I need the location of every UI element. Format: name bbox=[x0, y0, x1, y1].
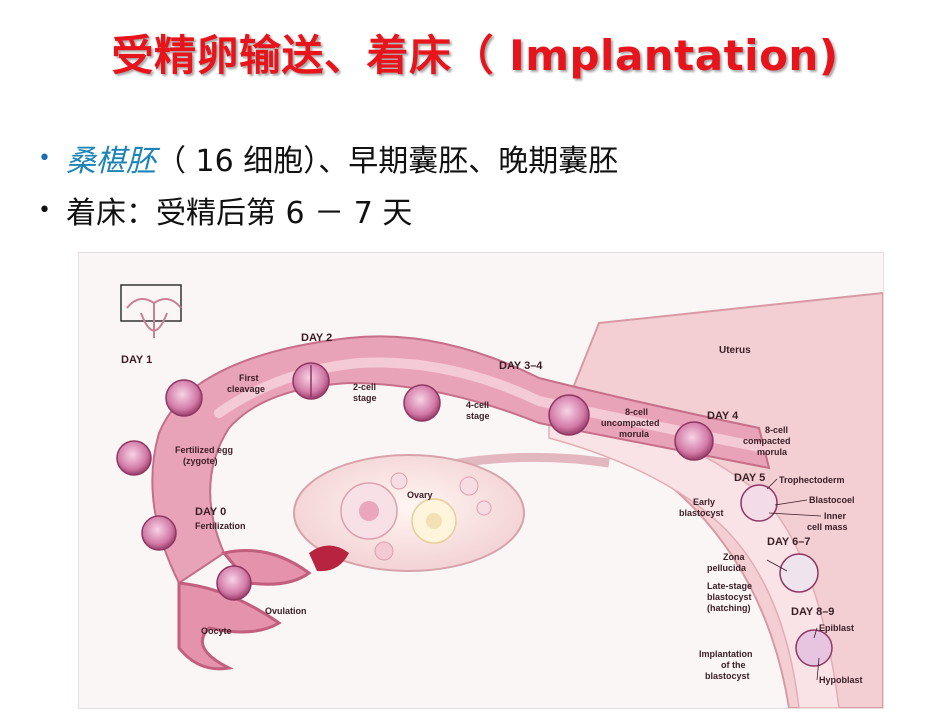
label-day-2: DAY 2 bbox=[301, 332, 332, 344]
label-late-blastocyst-2: blastocyst bbox=[707, 592, 752, 602]
bullet-text: （ 16 细胞）、早期囊胚、晚期囊胚 bbox=[156, 144, 619, 179]
label-day-5: DAY 5 bbox=[734, 472, 765, 484]
label-day-1: DAY 1 bbox=[121, 354, 152, 366]
label-day-0: DAY 0 bbox=[195, 506, 226, 518]
label-hypoblast: Hypoblast bbox=[819, 675, 863, 685]
label-epiblast: Epiblast bbox=[819, 623, 854, 633]
ovulation-site bbox=[309, 545, 349, 572]
label-zygote: (zygote) bbox=[183, 456, 218, 466]
label-4-cell: 4-cell bbox=[466, 400, 489, 410]
label-uncompacted-3: morula bbox=[619, 429, 650, 439]
label-zona-pellucida-2: pellucida bbox=[707, 563, 747, 573]
label-day-4: DAY 4 bbox=[707, 410, 739, 422]
bullet-item-1: • 桑椹胚 （ 16 细胞）、早期囊胚、晚期囊胚 bbox=[38, 132, 618, 184]
label-compacted-3: morula bbox=[757, 447, 788, 457]
inset-frame bbox=[120, 284, 182, 322]
label-implantation: Implantation bbox=[699, 649, 753, 659]
diagram-svg: Uterus DAY 1 DAY 2 DAY 3–4 DAY 0 DAY 4 D… bbox=[116, 284, 883, 708]
label-zona-pellucida: Zona bbox=[723, 552, 745, 562]
label-first-cleavage-2: cleavage bbox=[227, 384, 265, 394]
label-trophectoderm: Trophectoderm bbox=[779, 475, 845, 485]
embryo-transport-diagram: Uterus DAY 1 DAY 2 DAY 3–4 DAY 0 DAY 4 D… bbox=[78, 252, 884, 709]
cell-fertilization bbox=[141, 515, 177, 551]
slide-title: 受精卵输送、着床（ Implantation) bbox=[111, 31, 839, 80]
bullet-list: • 桑椹胚 （ 16 细胞）、早期囊胚、晚期囊胚 • 着床：受精后第 6 － 7… bbox=[38, 132, 618, 236]
bullet-dot-icon: • bbox=[38, 145, 51, 171]
label-compacted: 8-cell bbox=[765, 425, 788, 435]
label-ovulation: Ovulation bbox=[265, 606, 307, 616]
cell-zygote bbox=[116, 440, 152, 476]
label-day-8-9: DAY 8–9 bbox=[791, 606, 834, 618]
bullet-dot-icon: • bbox=[38, 197, 51, 223]
label-uncompacted-2: uncompacted bbox=[601, 418, 660, 428]
cell-implanting bbox=[795, 629, 833, 667]
bullet-term-morula: 桑椹胚 bbox=[66, 144, 156, 179]
label-2-cell: 2-cell bbox=[353, 382, 376, 392]
label-inner-cell-mass-2: cell mass bbox=[807, 522, 848, 532]
label-late-blastocyst: Late-stage bbox=[707, 581, 752, 591]
label-day-3-4: DAY 3–4 bbox=[499, 360, 543, 372]
label-early-blastocyst-2: blastocyst bbox=[679, 508, 724, 518]
inset-uterus-icon bbox=[126, 298, 182, 338]
label-day-6-7: DAY 6–7 bbox=[767, 536, 810, 548]
label-ovary: Ovary bbox=[407, 490, 433, 500]
bullet-text: 着床：受精后第 6 － 7 天 bbox=[66, 196, 413, 231]
label-4-cell-2: stage bbox=[466, 411, 490, 421]
cell-late-blastocyst bbox=[779, 553, 819, 593]
cell-8-compacted bbox=[674, 421, 714, 461]
label-inner-cell-mass: Inner bbox=[824, 511, 847, 521]
bullet-item-2: • 着床：受精后第 6 － 7 天 bbox=[38, 184, 618, 236]
cell-4-cell bbox=[403, 384, 441, 422]
label-late-blastocyst-3: (hatching) bbox=[707, 603, 751, 613]
label-uncompacted: 8-cell bbox=[625, 407, 648, 417]
cell-oocyte bbox=[216, 565, 252, 601]
tube-lumen bbox=[214, 357, 769, 453]
label-fertilized-egg: Fertilized egg bbox=[175, 445, 233, 455]
cell-8-uncompacted bbox=[548, 394, 590, 436]
label-fertilization: Fertilization bbox=[195, 521, 246, 531]
label-uterus: Uterus bbox=[719, 345, 751, 356]
label-first-cleavage: First bbox=[239, 373, 259, 383]
label-implantation-2: of the bbox=[721, 660, 746, 670]
label-2-cell-2: stage bbox=[353, 393, 377, 403]
cell-first-cleavage bbox=[165, 379, 203, 417]
embryo-cells bbox=[116, 362, 833, 667]
label-implantation-3: blastocyst bbox=[705, 671, 750, 681]
cell-early-blastocyst bbox=[740, 484, 778, 522]
label-oocyte: Oocyte bbox=[201, 626, 232, 636]
label-compacted-2: compacted bbox=[743, 436, 791, 446]
leader-lines bbox=[766, 478, 822, 681]
fallopian-tube bbox=[151, 335, 771, 585]
label-blastocoel: Blastocoel bbox=[809, 495, 855, 505]
label-early-blastocyst: Early bbox=[693, 497, 715, 507]
